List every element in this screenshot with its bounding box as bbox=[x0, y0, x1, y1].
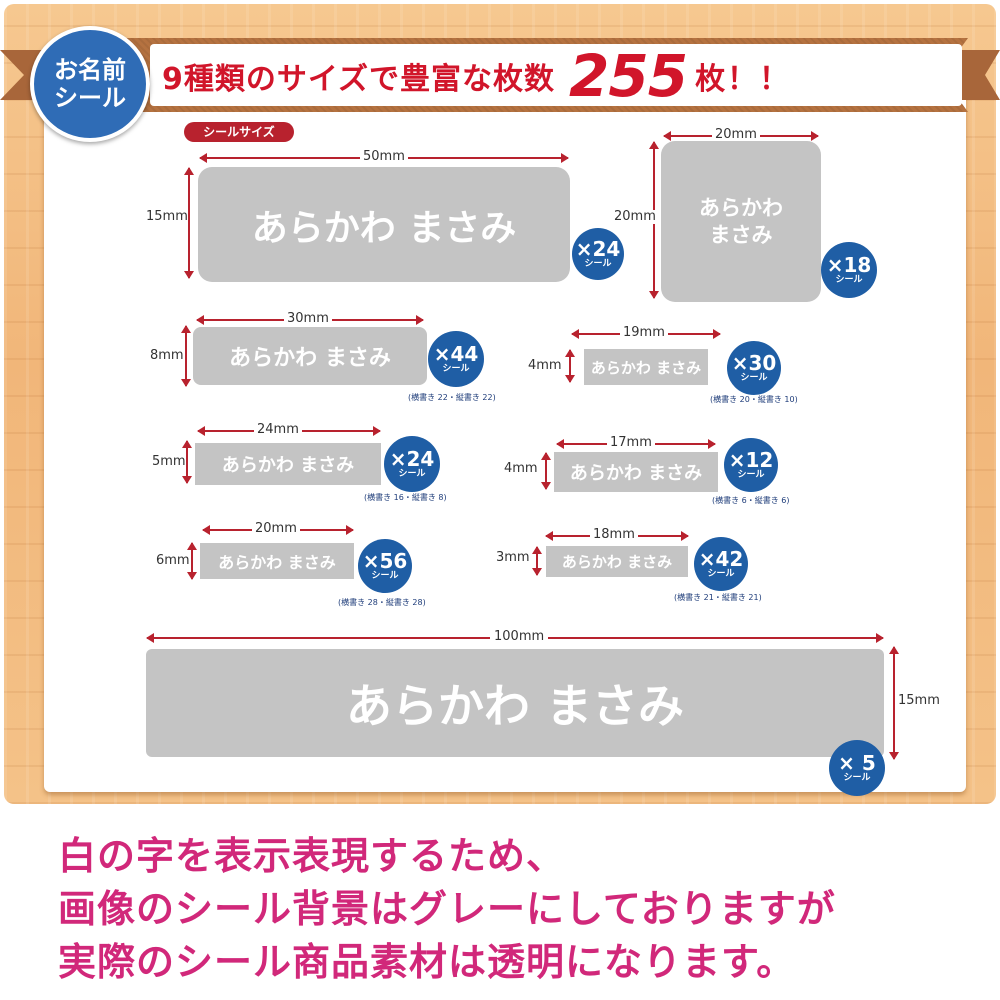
height-arrow bbox=[187, 542, 197, 580]
count-unit: シール bbox=[584, 259, 612, 269]
height-arrow bbox=[532, 546, 542, 576]
count-badge: ×42 シール bbox=[694, 537, 748, 591]
count-unit: シール bbox=[835, 275, 863, 285]
height-label: 20mm bbox=[614, 209, 656, 224]
width-label: 50mm bbox=[360, 150, 408, 164]
sticker-name-line-1: あらかわ bbox=[699, 195, 783, 220]
height-arrow bbox=[565, 349, 575, 383]
notice-line-2: 画像のシール背景はグレーにしておりますが bbox=[58, 887, 836, 931]
height-arrow bbox=[889, 646, 899, 760]
width-label: 18mm bbox=[590, 528, 638, 542]
sticker-100x15: あらかわ まさみ bbox=[146, 649, 884, 757]
height-arrow bbox=[182, 440, 192, 484]
width-label: 100mm bbox=[490, 630, 549, 644]
height-label: 15mm bbox=[146, 209, 188, 224]
sticker-name-line-2: まさみ bbox=[709, 222, 773, 247]
count-unit: シール bbox=[442, 364, 470, 374]
width-label: 30mm bbox=[284, 312, 332, 326]
sticker-breakdown-note: (横書き 21・縦書き 21) bbox=[674, 593, 762, 602]
sticker-20x6: あらかわ まさみ bbox=[200, 543, 354, 579]
sticker-30x8: あらかわ まさみ bbox=[193, 327, 427, 385]
width-label: 24mm bbox=[254, 423, 302, 437]
header-ribbon-inner bbox=[150, 44, 962, 106]
count-unit: シール bbox=[737, 470, 765, 480]
width-label: 19mm bbox=[620, 326, 668, 340]
sticker-breakdown-note: (横書き 20・縦書き 10) bbox=[710, 395, 798, 404]
count-text: ×30 bbox=[731, 351, 777, 375]
badge-line-2: シール bbox=[54, 84, 126, 112]
count-unit: シール bbox=[398, 469, 426, 479]
height-label: 5mm bbox=[152, 454, 186, 469]
sticker-breakdown-note: (横書き 6・縦書き 6) bbox=[712, 496, 790, 505]
count-badge: × 5 シール bbox=[829, 740, 885, 796]
headline-suffix: 枚！！ bbox=[695, 62, 792, 97]
count-text: ×44 bbox=[433, 342, 479, 366]
headline-text: 9種類のサイズで豊富な枚数 bbox=[162, 62, 555, 97]
height-label: 4mm bbox=[528, 358, 562, 373]
count-badge: ×24 シール bbox=[572, 228, 624, 280]
height-arrow bbox=[541, 452, 551, 490]
count-badge: ×12 シール bbox=[724, 438, 778, 492]
count-badge: ×18 シール bbox=[821, 242, 877, 298]
height-arrow bbox=[181, 325, 191, 387]
size-label-tag: シールサイズ bbox=[184, 122, 294, 142]
count-text: × 5 bbox=[838, 751, 876, 775]
sticker-breakdown-note: (横書き 28・縦書き 28) bbox=[338, 598, 426, 607]
count-text: ×42 bbox=[698, 547, 744, 571]
height-arrow bbox=[184, 167, 194, 279]
sticker-50x15: あらかわ まさみ bbox=[198, 167, 570, 282]
count-unit: シール bbox=[371, 571, 399, 581]
height-label: 4mm bbox=[504, 461, 538, 476]
count-text: ×24 bbox=[575, 237, 621, 261]
count-badge: ×44 シール bbox=[428, 331, 484, 387]
headline-number: 255 bbox=[568, 42, 688, 110]
notice-line-3: 実際のシール商品素材は透明になります。 bbox=[58, 940, 796, 984]
notice-line-1: 白の字を表示表現するため、 bbox=[58, 834, 566, 878]
sticker-17x4: あらかわ まさみ bbox=[554, 452, 718, 492]
sticker-20x20: あらかわ まさみ bbox=[661, 141, 821, 302]
count-text: ×24 bbox=[389, 447, 435, 471]
width-label: 20mm bbox=[712, 128, 760, 142]
name-sticker-badge: お名前 シール bbox=[30, 26, 150, 142]
transparency-notice: 白の字を表示表現するため、 画像のシール背景はグレーにしておりますが 実際のシー… bbox=[58, 830, 836, 989]
width-label: 17mm bbox=[607, 436, 655, 450]
height-label: 3mm bbox=[496, 550, 530, 565]
count-unit: シール bbox=[740, 373, 768, 383]
sticker-24x5: あらかわ まさみ bbox=[195, 443, 381, 485]
height-label: 15mm bbox=[898, 693, 940, 708]
count-text: ×12 bbox=[728, 448, 774, 472]
sticker-18x3: あらかわ まさみ bbox=[546, 546, 688, 577]
count-unit: シール bbox=[843, 773, 871, 783]
count-text: ×56 bbox=[362, 549, 408, 573]
badge-line-1: お名前 bbox=[54, 56, 126, 84]
count-badge: ×56 シール bbox=[358, 539, 412, 593]
sticker-19x4: あらかわ まさみ bbox=[584, 349, 708, 385]
count-badge: ×24 シール bbox=[384, 436, 440, 492]
headline: 9種類のサイズで豊富な枚数 255 枚！！ bbox=[162, 42, 792, 110]
sticker-breakdown-note: (横書き 16・縦書き 8) bbox=[364, 493, 447, 502]
width-label: 20mm bbox=[252, 522, 300, 536]
count-unit: シール bbox=[707, 569, 735, 579]
height-label: 6mm bbox=[156, 553, 190, 568]
sticker-breakdown-note: (横書き 22・縦書き 22) bbox=[408, 393, 496, 402]
height-label: 8mm bbox=[150, 348, 184, 363]
count-badge: ×30 シール bbox=[727, 341, 781, 395]
count-text: ×18 bbox=[826, 253, 872, 277]
